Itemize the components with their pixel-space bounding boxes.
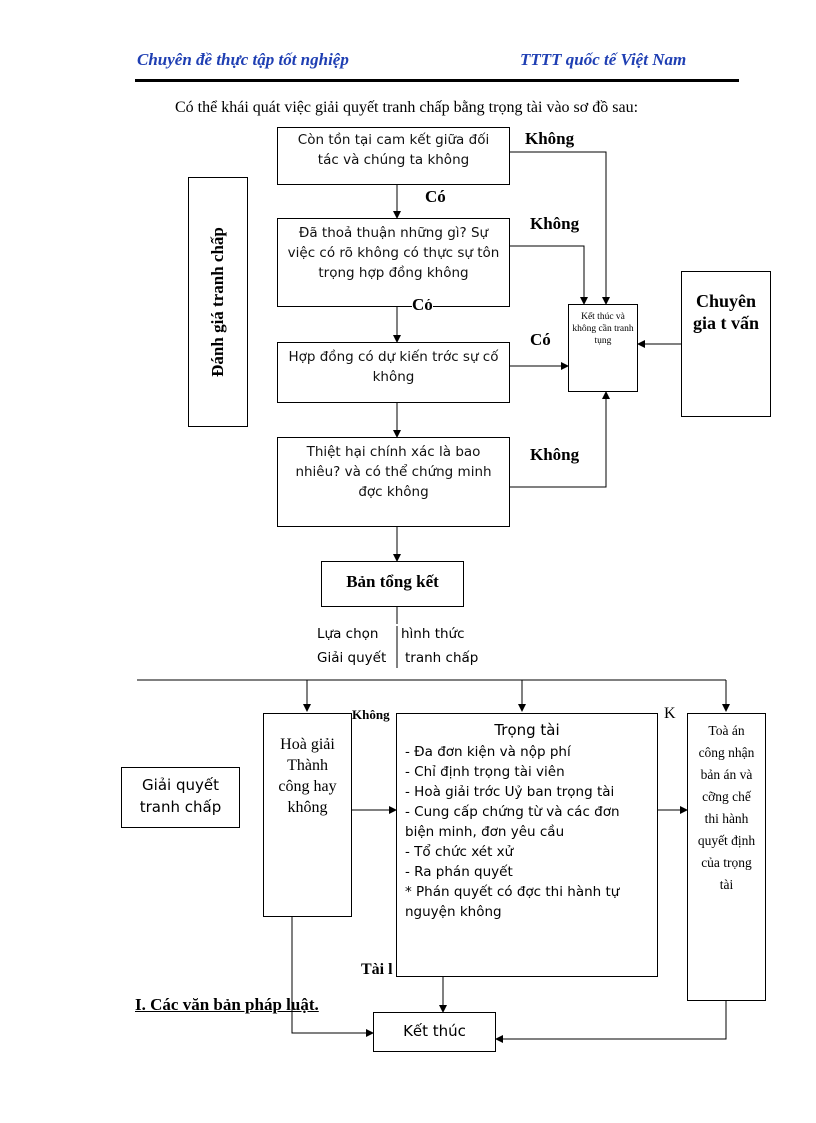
arbitration-step: - Chỉ định trọng tài viên <box>405 764 565 780</box>
section-heading: I. Các văn bản pháp luật. <box>135 995 319 1014</box>
resolve-disputes-box: Giải quyết tranh chấp <box>121 767 240 828</box>
label-no-4: Không <box>530 445 580 464</box>
question-contract-box: Hợp đồng có dự kiến trớc sự cố không <box>277 342 510 403</box>
mediation-text: Hoà giải Thành công hay không <box>278 736 337 816</box>
arbitration-steps: - Đa đơn kiện và nộp phí - Chỉ định trọng… <box>405 742 649 922</box>
label-yes-3: Có <box>530 330 551 349</box>
assess-disputes-box: Đánh giá tranh chấp <box>188 177 248 427</box>
label-no-bottom: Không <box>352 707 390 722</box>
question-damage-text: Thiệt hại chính xác là bao nhiêu? và có … <box>295 444 492 500</box>
arbitration-step: - Hoà giải trớc Uỷ ban trọng tài <box>405 784 615 800</box>
summary-text: Bản tổng kết <box>346 572 439 591</box>
header-right: TTTT quốc tế Việt Nam <box>520 50 687 69</box>
question-agreement-text: Đã thoả thuận những gì? Sự việc có rõ kh… <box>287 225 500 281</box>
label-tai: Tài l <box>361 961 393 979</box>
header-rule <box>135 79 739 82</box>
intro-text: Có thể khái quát việc giải quyết tranh c… <box>175 99 639 116</box>
mediation-box: Hoà giải Thành công hay không <box>263 713 352 917</box>
label-yes-1: Có <box>425 187 446 206</box>
question-commitment-box: Còn tồn tại cam kết giữa đối tác và chún… <box>277 127 510 185</box>
arbitration-step: - Đa đơn kiện và nộp phí <box>405 744 571 760</box>
arbitration-step: - Tổ chức xét xử <box>405 844 514 860</box>
expert-advisor-text: Chuyên gia t vấn <box>692 291 759 333</box>
question-contract-text: Hợp đồng có dự kiến trớc sự cố không <box>288 349 499 385</box>
end-no-litigation-text: Kết thúc và không cần tranh tụng <box>572 312 634 346</box>
choose-line2-a: Giải quyết <box>317 650 387 666</box>
arbitration-step: * Phán quyết có đợc thi hành tự nguyện k… <box>405 884 620 920</box>
label-no-2: Không <box>530 214 580 233</box>
court-text: Toà án công nhận bản án và cỡng chế thi … <box>697 723 756 892</box>
arbitration-step: - Cung cấp chứng từ và các đơn biện minh… <box>405 804 620 840</box>
label-no-1: Không <box>525 129 575 148</box>
expert-advisor-box: Chuyên gia t vấn <box>681 271 771 417</box>
summary-box: Bản tổng kết <box>321 561 464 607</box>
court-box: Toà án công nhận bản án và cỡng chế thi … <box>687 713 766 1001</box>
choose-line1-a: Lựa chọn <box>317 626 379 642</box>
assess-disputes-label: Đánh giá tranh chấp <box>208 227 227 377</box>
label-k: K <box>664 705 676 722</box>
arbitration-title: Trọng tài <box>494 721 560 739</box>
question-commitment-text: Còn tồn tại cam kết giữa đối tác và chún… <box>297 132 490 168</box>
header-left: Chuyên đề thực tập tốt nghiệp <box>137 50 349 69</box>
choose-line2-b: tranh chấp <box>405 650 479 666</box>
finish-text: Kết thúc <box>403 1022 466 1040</box>
arbitration-box: Trọng tài - Đa đơn kiện và nộp phí - Chỉ … <box>396 713 658 977</box>
label-yes-2: Có <box>412 299 433 311</box>
question-agreement-box: Đã thoả thuận những gì? Sự việc có rõ kh… <box>277 218 510 307</box>
resolve-disputes-text: Giải quyết tranh chấp <box>139 776 222 816</box>
end-no-litigation-box: Kết thúc và không cần tranh tụng <box>568 304 638 392</box>
choose-line1-b: hình thức <box>401 626 465 642</box>
arbitration-step: - Ra phán quyết <box>405 864 513 880</box>
finish-box: Kết thúc <box>373 1012 496 1052</box>
question-damage-box: Thiệt hại chính xác là bao nhiêu? và có … <box>277 437 510 527</box>
